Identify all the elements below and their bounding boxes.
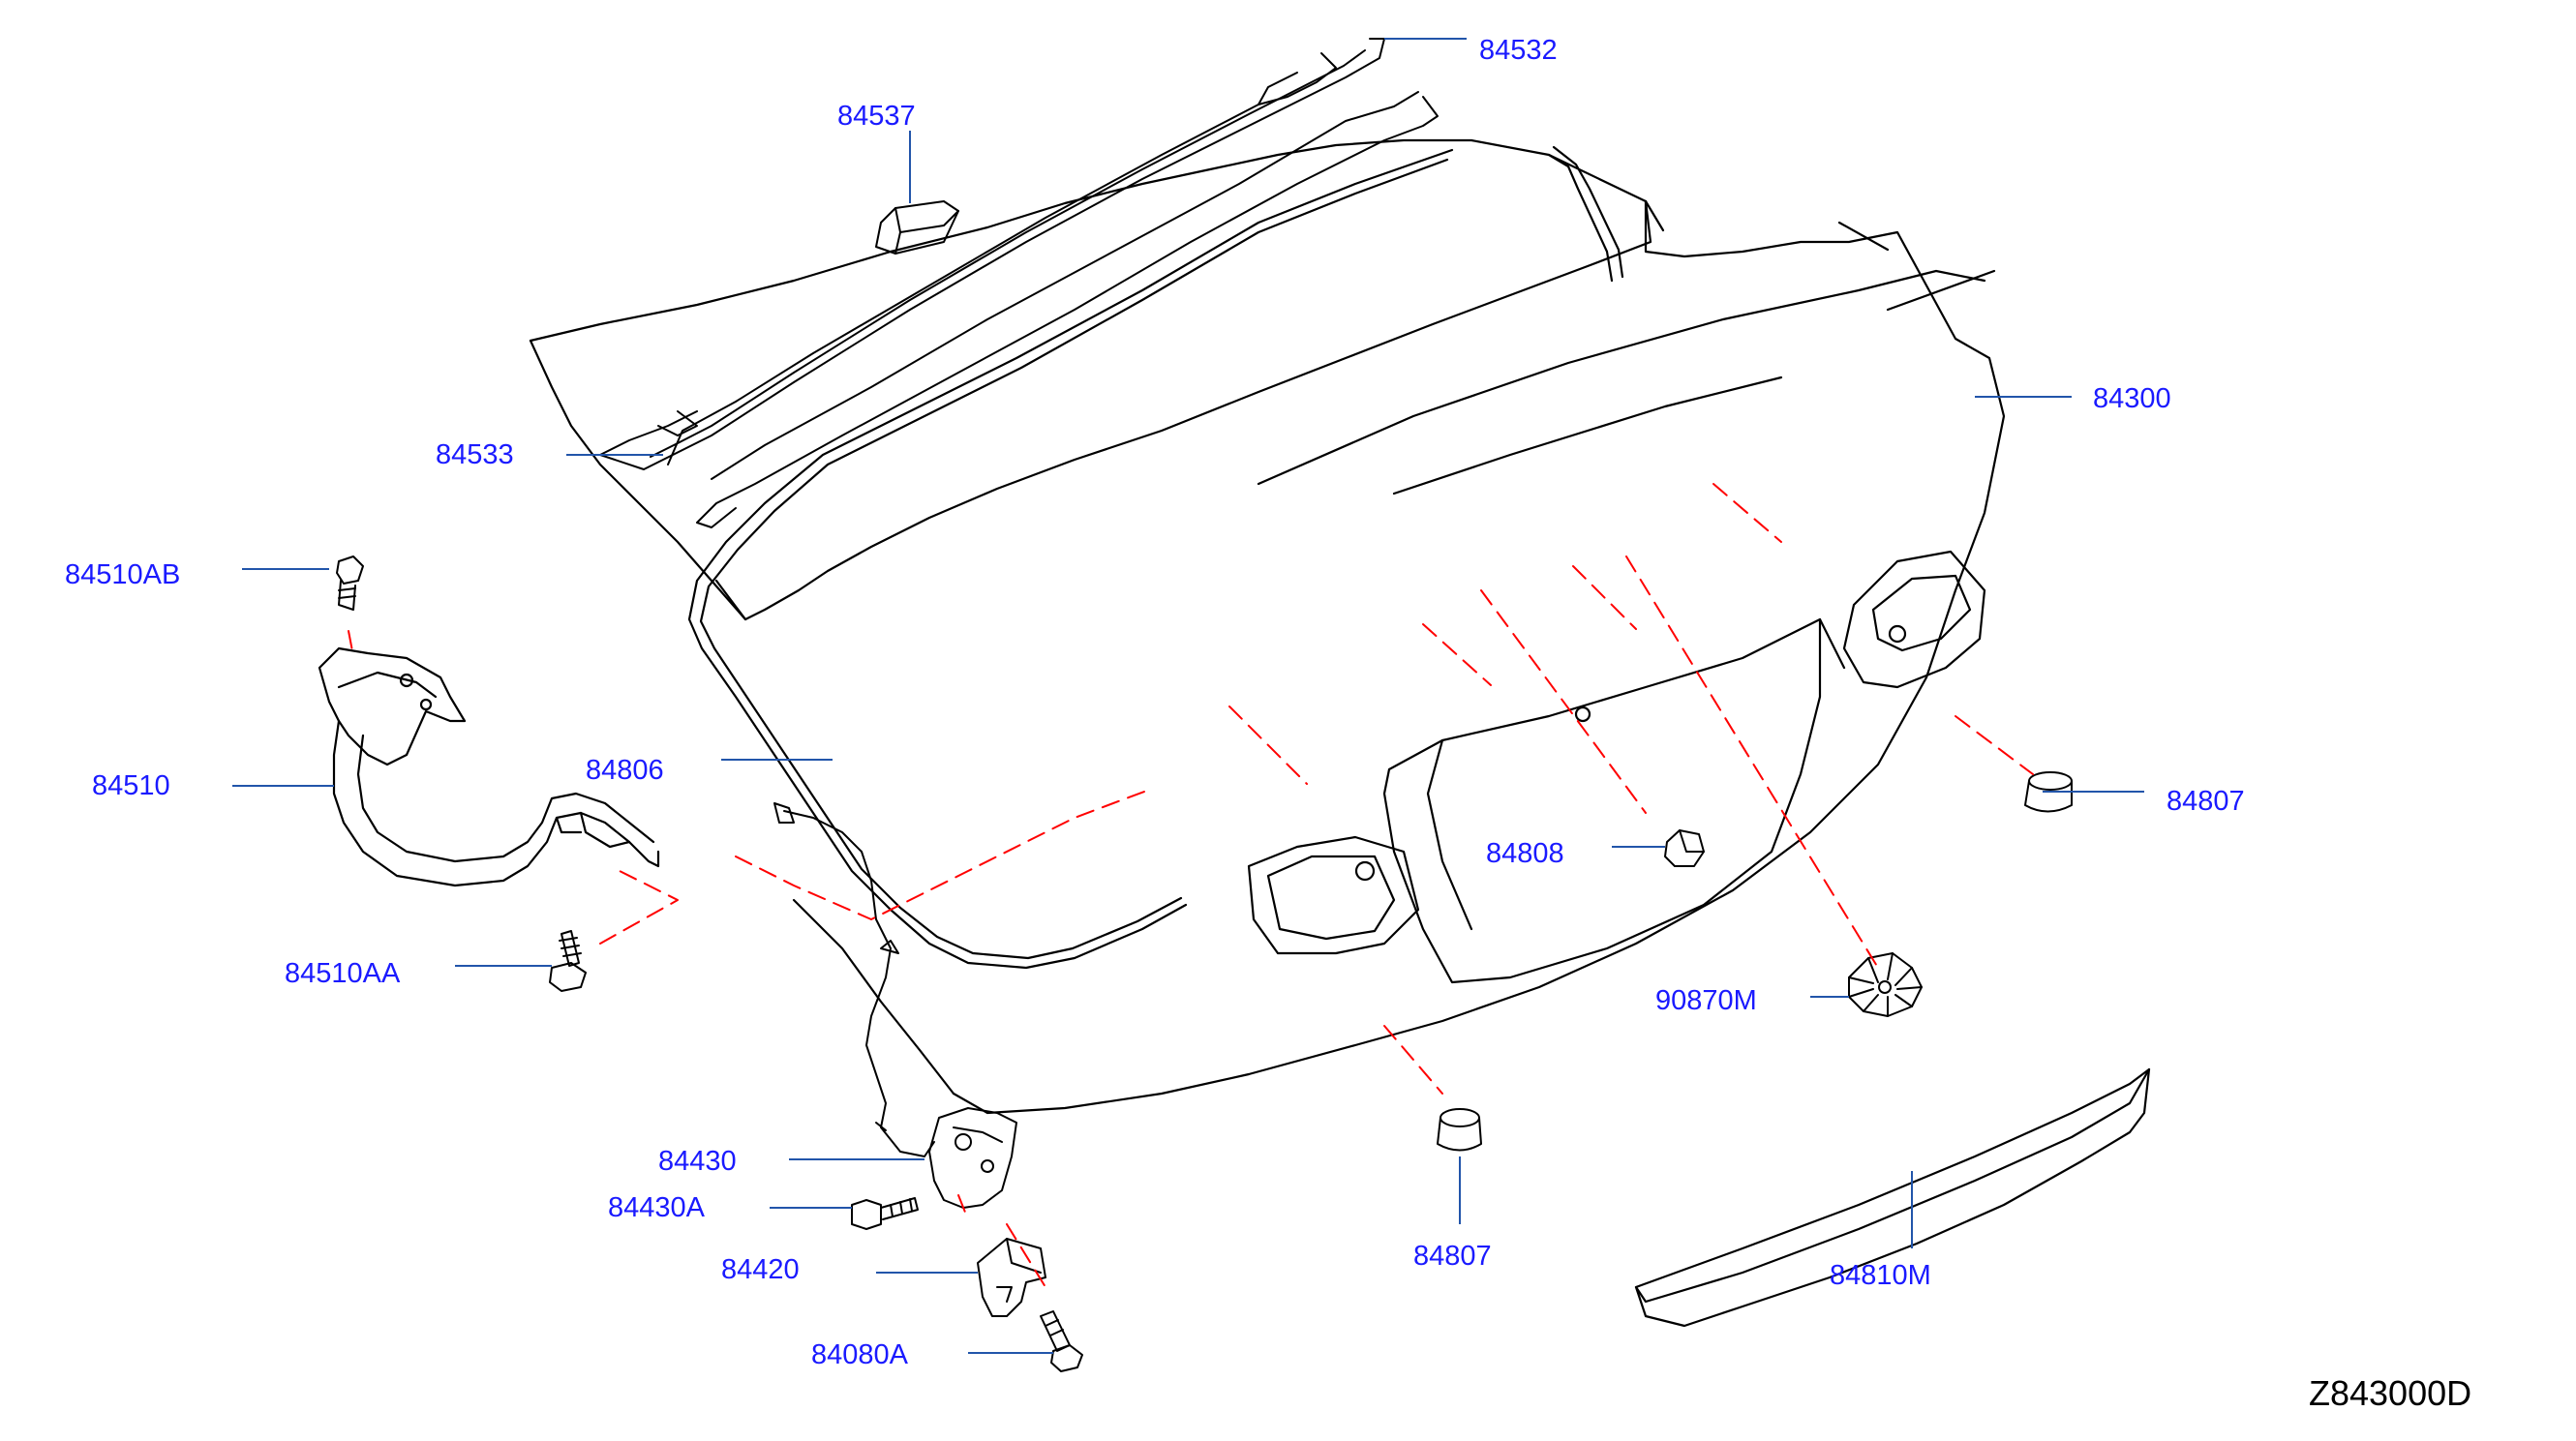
callout-84810M[interactable]: 84810M — [1830, 1260, 1931, 1291]
center-lines — [348, 483, 2034, 1288]
weatherstrip-84806 — [687, 145, 1624, 970]
bolt-84510AB — [336, 555, 364, 611]
callout-84510[interactable]: 84510 — [92, 770, 170, 801]
bolt-84510AA — [549, 930, 587, 992]
leader-lines — [232, 38, 2144, 1354]
callout-84533[interactable]: 84533 — [436, 439, 514, 470]
callout-84808[interactable]: 84808 — [1486, 838, 1564, 869]
callout-84300[interactable]: 84300 — [2093, 383, 2171, 414]
callout-84532[interactable]: 84532 — [1479, 35, 1558, 66]
striker-84420 — [977, 1238, 1046, 1317]
finisher-84810M — [1634, 1067, 2151, 1328]
callout-84510AA[interactable]: 84510AA — [285, 958, 401, 989]
diagram-code: Z843000D — [2309, 1373, 2472, 1413]
callout-84510AB[interactable]: 84510AB — [65, 559, 181, 590]
hinge-84510 — [318, 646, 660, 887]
callout-84807-bottom[interactable]: 84807 — [1413, 1241, 1492, 1272]
bumper-84807-bottom — [1437, 1108, 1482, 1152]
bolt-84430A — [851, 1197, 919, 1230]
bumper-84807-right — [2024, 771, 2073, 813]
bolt-84080A — [1040, 1310, 1083, 1372]
latch-84430 — [773, 802, 1017, 1209]
callout-90870M[interactable]: 90870M — [1655, 985, 1757, 1016]
callout-84420[interactable]: 84420 — [721, 1254, 800, 1285]
callout-84806[interactable]: 84806 — [586, 755, 664, 786]
callout-84537[interactable]: 84537 — [837, 101, 916, 132]
callout-84430A[interactable]: 84430A — [608, 1192, 705, 1223]
callout-84080A[interactable]: 84080A — [811, 1339, 908, 1370]
trunk-lid-84300 — [529, 138, 2006, 1115]
clip-84537 — [875, 200, 959, 255]
torsion-rods-84532-84533 — [599, 38, 1439, 528]
callout-84807-right[interactable]: 84807 — [2167, 786, 2245, 817]
callout-84430[interactable]: 84430 — [658, 1146, 737, 1177]
grommet-84808 — [1664, 829, 1705, 867]
fastener-90870M — [1848, 952, 1923, 1017]
